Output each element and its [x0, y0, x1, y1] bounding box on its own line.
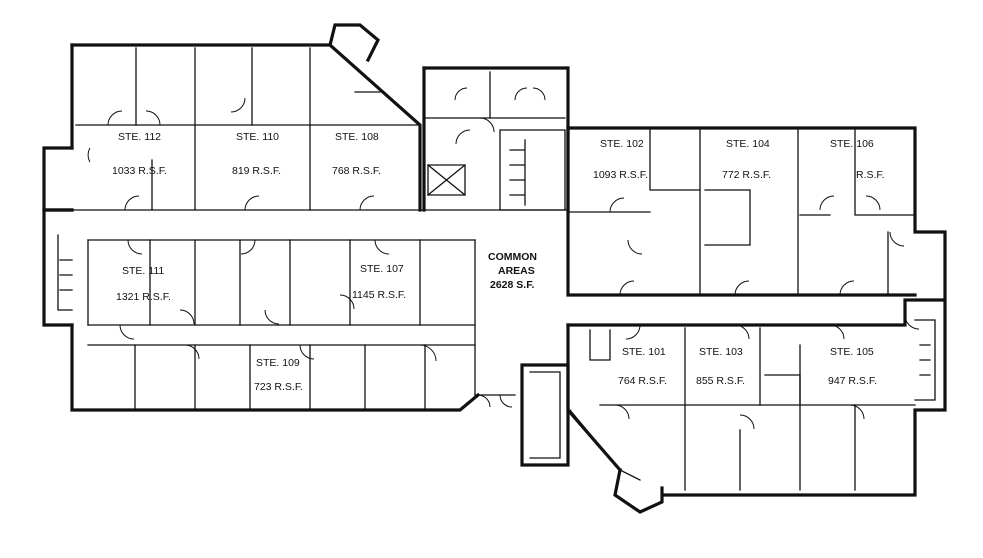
common-area-label: COMMON AREAS 2628 S.F.	[488, 251, 537, 291]
suite-name-109: STE. 109	[256, 357, 300, 369]
suite-name-101: STE. 101	[622, 346, 666, 358]
common-line-1: COMMON	[488, 251, 537, 263]
suite-name-112: STE. 112	[118, 131, 161, 143]
suite-area-101: 764 R.S.F.	[618, 375, 667, 387]
suite-name-110: STE. 110	[236, 131, 279, 143]
left-wing-lower-walls	[70, 239, 481, 412]
suite-name-103: STE. 103	[699, 346, 743, 358]
common-line-2: AREAS	[498, 265, 535, 277]
suite-name-108: STE. 108	[335, 131, 379, 143]
right-wing-upper-walls	[566, 126, 947, 300]
corridor-walls	[419, 209, 569, 396]
door-swings	[87, 87, 920, 430]
suite-area-103: 855 R.S.F.	[696, 375, 745, 387]
suite-area-108: 768 R.S.F.	[332, 165, 381, 177]
suite-area-104: 772 R.S.F.	[722, 169, 771, 181]
common-line-3: 2628 S.F.	[490, 279, 534, 291]
suite-area-109: 723 R.S.F.	[254, 381, 303, 393]
suite-area-111: 1321 R.S.F.	[116, 291, 171, 303]
suite-area-102: 1093 R.S.F.	[593, 169, 648, 181]
suite-name-107: STE. 107	[360, 263, 404, 275]
suite-name-111: STE. 111	[122, 265, 164, 277]
suite-name-105: STE. 105	[830, 346, 874, 358]
right-wing-lower-walls	[520, 298, 947, 514]
suite-area-107: 1145 R.S.F.	[352, 289, 406, 301]
suite-name-102: STE. 102	[600, 138, 644, 150]
suite-area-112: 1033 R.S.F.	[112, 165, 167, 177]
suite-name-104: STE. 104	[726, 138, 770, 150]
suite-name-106: STE. 106	[830, 138, 874, 150]
core-walls	[422, 66, 570, 212]
suite-area-105: 947 R.S.F.	[828, 375, 877, 387]
left-wing-walls	[42, 23, 422, 327]
suite-area-110: 819 R.S.F.	[232, 165, 281, 177]
suite-labels: STE. 112 1033 R.S.F. STE. 110 819 R.S.F.…	[112, 131, 885, 393]
suite-area-106: R.S.F.	[856, 169, 885, 181]
